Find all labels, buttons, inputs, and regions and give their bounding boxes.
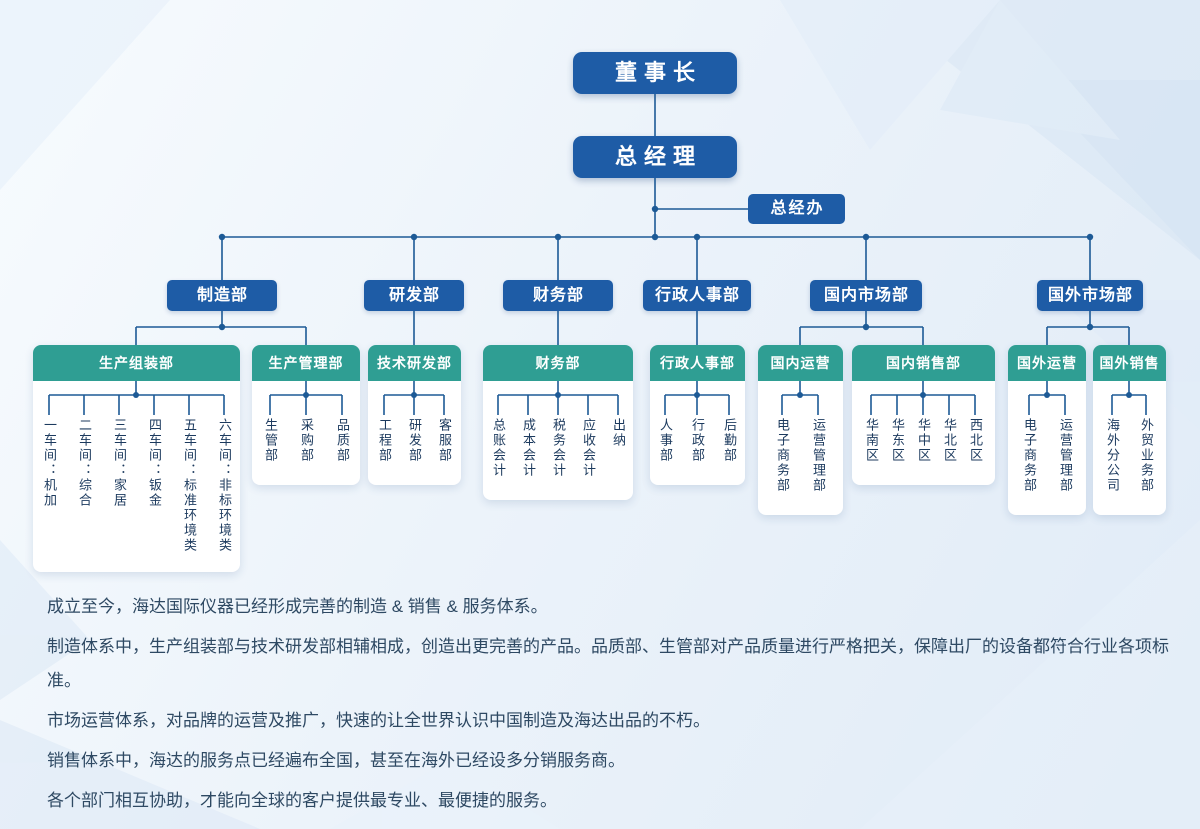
org-unit-label: 后勤部 (722, 418, 737, 463)
org-unit-label: 研发部 (407, 418, 422, 463)
dept-manufacturing-box: 制造部 (167, 280, 277, 311)
org-unit-label: 华中区 (916, 418, 931, 463)
org-unit-label: 二车间：综合 (77, 418, 92, 508)
description-block: 成立至今，海达国际仪器已经形成完善的制造 & 销售 & 服务体系。 制造体系中，… (47, 590, 1169, 824)
chairman-box: 董事长 (573, 52, 737, 94)
org-unit-label: 电子商务部 (775, 418, 790, 493)
org-unit-label: 华北区 (942, 418, 957, 463)
org-unit-label: 西北区 (968, 418, 983, 463)
org-unit-label: 采购部 (299, 418, 314, 463)
panel-admin-hr: 行政人事部 (650, 345, 745, 485)
org-unit-label: 工程部 (377, 418, 392, 463)
panel-tech-rnd-title: 技术研发部 (368, 345, 461, 381)
general-manager-box: 总经理 (573, 136, 737, 178)
dept-finance-box: 财务部 (503, 280, 613, 311)
org-unit-label: 行政部 (690, 418, 705, 463)
org-unit-label: 生管部 (263, 418, 278, 463)
org-unit-label: 华南区 (864, 418, 879, 463)
org-unit-label: 应收会计 (581, 418, 596, 478)
panel-finance: 财务部 (483, 345, 633, 500)
org-unit-label: 五车间：标准环境类 (182, 418, 197, 553)
panel-finance-title: 财务部 (483, 345, 633, 381)
panel-production-management: 生产管理部 (252, 345, 360, 485)
org-unit-label: 人事部 (658, 418, 673, 463)
panel-admin-hr-title: 行政人事部 (650, 345, 745, 381)
org-unit-label: 海外分公司 (1105, 418, 1120, 493)
panel-domestic-operations-title: 国内运营 (758, 345, 843, 381)
org-unit-label: 六车间：非标环境类 (217, 418, 232, 553)
dept-domestic-market-box: 国内市场部 (810, 280, 922, 311)
org-unit-label: 品质部 (335, 418, 350, 463)
panel-tech-rnd: 技术研发部 (368, 345, 461, 485)
panel-overseas-sales: 国外销售部 (1093, 345, 1166, 515)
description-paragraph: 成立至今，海达国际仪器已经形成完善的制造 & 销售 & 服务体系。 (47, 597, 548, 616)
org-unit-label: 出纳 (611, 418, 626, 448)
panel-production-management-title: 生产管理部 (252, 345, 360, 381)
description-paragraph: 制造体系中，生产组装部与技术研发部相辅相成，创造出更完善的产品。品质部、生管部对… (47, 637, 1169, 690)
panel-overseas-operations-title: 国外运营 (1008, 345, 1086, 381)
description-paragraph: 各个部门相互协助，才能向全球的客户提供最专业、最便捷的服务。 (47, 791, 557, 810)
description-paragraph: 市场运营体系，对品牌的运营及推广，快速的让全世界认识中国制造及海达出品的不朽。 (47, 711, 710, 730)
panel-domestic-operations: 国内运营 (758, 345, 843, 515)
org-unit-label: 电子商务部 (1022, 418, 1037, 493)
org-unit-label: 运营管理部 (1058, 418, 1073, 493)
dept-admin-hr-box: 行政人事部 (643, 280, 751, 311)
org-unit-label: 三车间：家居 (112, 418, 127, 508)
org-unit-label: 客服部 (437, 418, 452, 463)
panel-production-assembly: 生产组装部 (33, 345, 240, 572)
gm-office-box: 总经办 (748, 194, 845, 224)
org-unit-label: 成本会计 (521, 418, 536, 478)
org-unit-label: 总账会计 (491, 418, 506, 478)
description-paragraph: 销售体系中，海达的服务点已经遍布全国，甚至在海外已经设多分销服务商。 (47, 751, 625, 770)
org-unit-label: 税务会计 (551, 418, 566, 478)
panel-overseas-sales-title: 国外销售部 (1093, 345, 1166, 407)
dept-rnd-box: 研发部 (364, 280, 464, 311)
org-unit-label: 外贸业务部 (1139, 418, 1154, 493)
org-unit-label: 华东区 (890, 418, 905, 463)
org-unit-label: 四车间：钣金 (147, 418, 162, 508)
dept-overseas-market-box: 国外市场部 (1037, 280, 1143, 311)
panel-overseas-operations: 国外运营 (1008, 345, 1086, 515)
panel-production-assembly-title: 生产组装部 (33, 345, 240, 381)
panel-domestic-sales-title: 国内销售部 (852, 345, 995, 381)
org-unit-label: 一车间：机加 (42, 418, 57, 508)
org-unit-label: 运营管理部 (811, 418, 826, 493)
panel-domestic-sales: 国内销售部 (852, 345, 995, 485)
